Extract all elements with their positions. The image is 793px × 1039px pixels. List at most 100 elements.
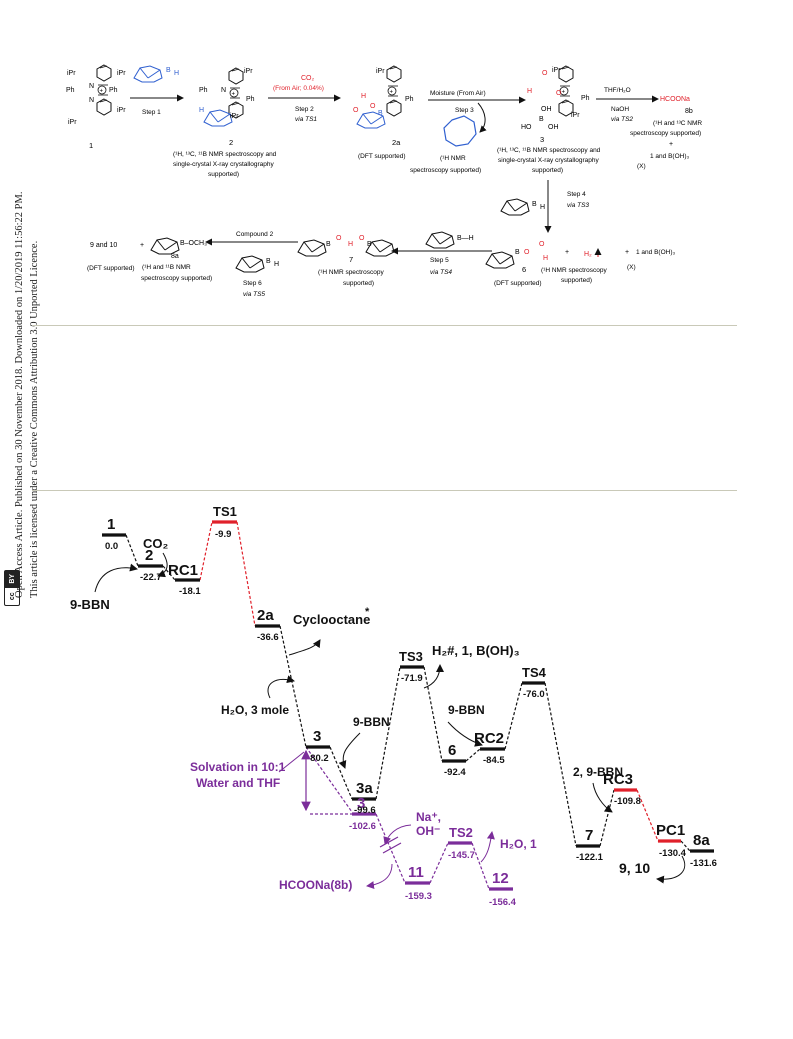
c1-ipr-bot-r: iPr	[117, 107, 126, 114]
c3-label: 3	[540, 135, 544, 144]
c3-ipr: iPr	[552, 67, 561, 74]
annot-nine-ten: 9, 10	[619, 860, 650, 876]
c6-label: 6	[522, 265, 526, 274]
compound-7: B O H O B 7 (¹H NMR spectroscopy support…	[297, 235, 395, 287]
compound-2a: H O O B iPr Ph 2a (DFT supported)	[353, 66, 414, 160]
c2-support-1: (¹H, ¹³C, ¹¹B NMR spectroscopy and	[173, 151, 277, 158]
c1-ipr-bot: iPr	[68, 119, 77, 126]
arrow-h2o-in	[267, 675, 295, 699]
c2a-label: 2a	[392, 138, 401, 147]
arrow-co2-in	[157, 552, 168, 578]
label-2a: 2a	[257, 607, 274, 624]
step4-bbn-b: B	[532, 201, 537, 208]
arrow-bbn-c-in	[447, 721, 483, 747]
arrow-bbn-a-in	[94, 563, 138, 593]
step4-label: Step 4	[567, 191, 586, 198]
c2-label: 2	[229, 138, 233, 147]
step3-label: Step 3	[455, 107, 474, 114]
divider-top	[32, 325, 737, 326]
c3-h: H	[527, 88, 532, 95]
c6-b: B	[515, 249, 520, 256]
c3-support-3: supported)	[532, 167, 563, 174]
c8a-structure: B–OCH₃	[180, 240, 207, 247]
label-2: 2	[145, 547, 153, 564]
step4-via: via TS3	[567, 202, 589, 209]
plus-8b: +	[669, 141, 673, 148]
energy-6: -92.4	[444, 767, 466, 778]
arrow-h2-out	[423, 664, 444, 689]
arrow-nine-ten-out	[656, 855, 686, 884]
label-rc2: RC2	[474, 730, 504, 747]
c2-ph: Ph	[199, 87, 208, 94]
x-mark-1: (X)	[637, 163, 646, 170]
step3-nmr-2: spectroscopy supported)	[410, 167, 481, 174]
c1-ph-right: Ph	[109, 87, 118, 94]
energy-rc1: -18.1	[179, 586, 201, 597]
step6-bbn-b: B	[266, 258, 271, 265]
label-8a: 8a	[693, 832, 710, 849]
energy-ts2: -145.7	[448, 850, 475, 861]
c2-ph2: Ph	[246, 96, 255, 103]
c2-support-3: supported)	[208, 171, 239, 178]
step6-compound2: Compound 2	[236, 231, 274, 238]
c2a-h: H	[361, 93, 366, 100]
annot-cyclooctane: Cyclooctane	[293, 612, 370, 627]
label-pc1: PC1	[656, 822, 685, 839]
c3-ph: Ph	[581, 95, 590, 102]
energy-3a: -99.6	[354, 805, 376, 816]
c910-support: (DFT supported)	[87, 265, 135, 272]
label-ts4: TS4	[522, 665, 547, 680]
label-rc3: RC3	[603, 771, 633, 788]
break-mark-2	[382, 842, 402, 854]
label-3: 3	[313, 728, 321, 745]
label-1: 1	[107, 516, 115, 533]
step3-moisture: Moisture (From Air)	[430, 90, 486, 97]
break-mark-1	[379, 836, 399, 848]
c1-ipr-top: iPr	[67, 70, 76, 77]
hcoona-product: HCOONa	[660, 96, 690, 103]
energy-levels	[102, 520, 714, 891]
c7-h: H	[348, 241, 353, 248]
c6-support: (DFT supported)	[494, 280, 542, 287]
step5-bbn: B—H	[457, 235, 474, 242]
energy-1: 0.0	[105, 541, 118, 552]
label-ts3: TS3	[399, 649, 423, 664]
c1-ipr-top-r: iPr	[117, 70, 126, 77]
energy-ts4: -76.0	[523, 689, 545, 700]
divider-bottom	[32, 490, 737, 491]
energy-2: -22.7	[140, 572, 162, 583]
annot-h2-products: H₂#, 1, B(OH)₃	[432, 643, 520, 658]
label-ts2: TS2	[449, 825, 473, 840]
c6-o: O	[524, 249, 530, 256]
energy-7: -122.1	[576, 852, 604, 863]
energy-ts3: -71.9	[401, 673, 423, 684]
c3-oh: OH	[541, 106, 552, 113]
annot-hcoona: HCOONa(8b)	[279, 878, 352, 892]
annot-co2: CO₂	[143, 536, 169, 551]
bbn-h-b: B	[166, 67, 171, 74]
c6-nmr-2: supported)	[561, 277, 592, 284]
label-12: 12	[492, 870, 509, 887]
energy-8a: -131.6	[690, 858, 717, 869]
plus-6: +	[565, 249, 569, 256]
c3-o: O	[542, 70, 548, 77]
compound-6: B O O H 6 (DFT supported)	[485, 241, 548, 287]
ts2-naoh: NaOH	[611, 106, 629, 113]
annot-solvation-2: Water and THF	[196, 776, 280, 790]
energy-12: -156.4	[489, 897, 517, 908]
energy-pc1: -130.4	[659, 848, 687, 859]
annot-h2o: H₂O, 3 mole	[221, 703, 289, 717]
c2-ipr: iPr	[244, 68, 253, 75]
energy-rc2: -84.5	[483, 755, 505, 766]
c2-ipr2: iPr	[230, 113, 239, 120]
annot-bbn-a: 9-BBN	[70, 597, 110, 612]
c2-support-2: single-crystal X-ray crystallography	[173, 161, 275, 168]
label-7: 7	[585, 827, 593, 844]
label-rc1: RC1	[168, 562, 198, 579]
byproducts-2: 1 and B(OH)₃	[636, 249, 675, 256]
x-mark-2: (X)	[627, 264, 636, 271]
label-6: 6	[448, 742, 456, 759]
step6-label: Step 6	[243, 280, 262, 287]
step2-label: Step 2	[295, 106, 314, 113]
